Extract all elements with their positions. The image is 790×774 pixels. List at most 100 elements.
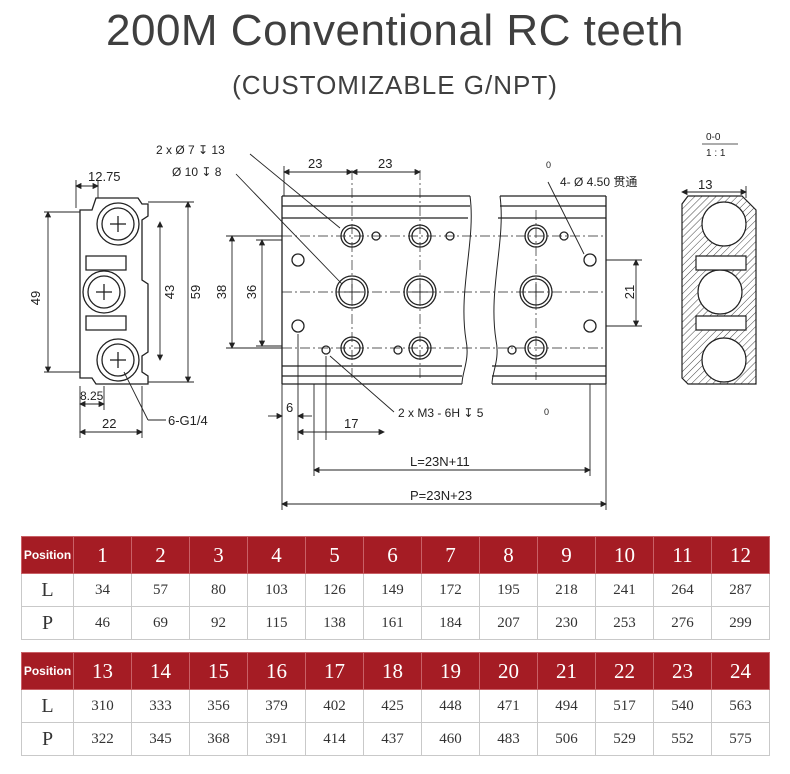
position-cell: 9: [537, 536, 596, 574]
table-header-row: Position 1 2 3 4 5 6 7 8 9 10 11 12: [21, 536, 770, 574]
position-cell: 21: [537, 652, 596, 690]
dim-6: 6: [286, 400, 293, 415]
value-cell: 345: [131, 722, 190, 756]
position-cell: 6: [363, 536, 422, 574]
value-cell: 69: [131, 606, 190, 640]
position-cell: 17: [305, 652, 364, 690]
position-cell: 20: [479, 652, 538, 690]
value-cell: 563: [711, 689, 770, 723]
value-cell: 92: [189, 606, 248, 640]
dim-8-25: 8.25: [80, 389, 104, 403]
row-label: L: [21, 689, 74, 723]
value-cell: 379: [247, 689, 306, 723]
position-cell: 19: [421, 652, 480, 690]
length-table-1: Position 1 2 3 4 5 6 7 8 9 10 11 12 L 34…: [21, 536, 770, 640]
value-cell: 414: [305, 722, 364, 756]
front-view: [281, 195, 607, 385]
dim-59: 59: [188, 285, 203, 299]
table-row-p: P 322 345 368 391 414 437 460 483 506 52…: [21, 722, 770, 756]
position-cell: 2: [131, 536, 190, 574]
value-cell: 575: [711, 722, 770, 756]
value-cell: 471: [479, 689, 538, 723]
front-view-dimensions: [226, 153, 642, 510]
position-cell: 23: [653, 652, 712, 690]
left-side-view: [79, 197, 149, 385]
section-scale: 1 : 1: [706, 148, 726, 159]
value-cell: 172: [421, 573, 480, 607]
dim-21: 21: [622, 285, 637, 299]
row-label: P: [21, 606, 74, 640]
position-cell: 15: [189, 652, 248, 690]
mount-note: 4- Ø 4.50 贯通: [560, 175, 637, 189]
thread-note-tolerance: 0: [544, 407, 549, 417]
table-row-l: L 34 57 80 103 126 149 172 195 218 241 2…: [21, 573, 770, 607]
value-cell: 253: [595, 606, 654, 640]
value-cell: 437: [363, 722, 422, 756]
value-cell: 425: [363, 689, 422, 723]
value-cell: 264: [653, 573, 712, 607]
callout-holes-b: Ø 10 ↧ 8: [172, 165, 222, 179]
position-cell: 12: [711, 536, 770, 574]
position-cell: 7: [421, 536, 480, 574]
position-cell: 16: [247, 652, 306, 690]
value-cell: 448: [421, 689, 480, 723]
value-cell: 103: [247, 573, 306, 607]
table-row-p: P 46 69 92 115 138 161 184 207 230 253 2…: [21, 606, 770, 640]
dim-13: 13: [698, 177, 712, 192]
value-cell: 241: [595, 573, 654, 607]
dim-49: 49: [28, 291, 43, 305]
value-cell: 80: [189, 573, 248, 607]
value-cell: 46: [73, 606, 132, 640]
position-cell: 10: [595, 536, 654, 574]
value-cell: 184: [421, 606, 480, 640]
position-cell: 1: [73, 536, 132, 574]
length-table-2: Position 13 14 15 16 17 18 19 20 21 22 2…: [21, 652, 770, 756]
value-cell: 149: [363, 573, 422, 607]
page-title: 200M Conventional RC teeth: [106, 6, 684, 55]
position-cell: 14: [131, 652, 190, 690]
value-cell: 218: [537, 573, 596, 607]
value-cell: 115: [247, 606, 306, 640]
row-label: P: [21, 722, 74, 756]
value-cell: 138: [305, 606, 364, 640]
value-cell: 126: [305, 573, 364, 607]
section-view: [681, 195, 757, 385]
value-cell: 230: [537, 606, 596, 640]
section-label: 0-0: [706, 132, 721, 143]
value-cell: 529: [595, 722, 654, 756]
value-cell: 356: [189, 689, 248, 723]
length-p: P=23N+23: [410, 488, 472, 503]
mount-note-tolerance: 0: [546, 160, 551, 170]
position-label: Position: [21, 536, 74, 574]
position-cell: 4: [247, 536, 306, 574]
page-subtitle: (CUSTOMIZABLE G/NPT): [232, 70, 558, 100]
value-cell: 517: [595, 689, 654, 723]
value-cell: 299: [711, 606, 770, 640]
value-cell: 391: [247, 722, 306, 756]
table-row-l: L 310 333 356 379 402 425 448 471 494 51…: [21, 689, 770, 723]
section-view-dimension: [681, 186, 747, 198]
value-cell: 460: [421, 722, 480, 756]
value-cell: 402: [305, 689, 364, 723]
row-label: L: [21, 573, 74, 607]
value-cell: 552: [653, 722, 712, 756]
position-label: Position: [21, 652, 74, 690]
position-cell: 24: [711, 652, 770, 690]
port-note: 6-G1/4: [168, 413, 208, 428]
value-cell: 506: [537, 722, 596, 756]
value-cell: 276: [653, 606, 712, 640]
position-cell: 8: [479, 536, 538, 574]
value-cell: 287: [711, 573, 770, 607]
position-cell: 3: [189, 536, 248, 574]
value-cell: 333: [131, 689, 190, 723]
length-l: L=23N+11: [410, 454, 470, 469]
dim-17: 17: [344, 416, 358, 431]
left-view-dimensions: [44, 180, 194, 438]
dim-38: 38: [214, 285, 229, 299]
front-view-crosses: [344, 284, 544, 300]
value-cell: 494: [537, 689, 596, 723]
dim-43: 43: [162, 285, 177, 299]
value-cell: 161: [363, 606, 422, 640]
value-cell: 207: [479, 606, 538, 640]
